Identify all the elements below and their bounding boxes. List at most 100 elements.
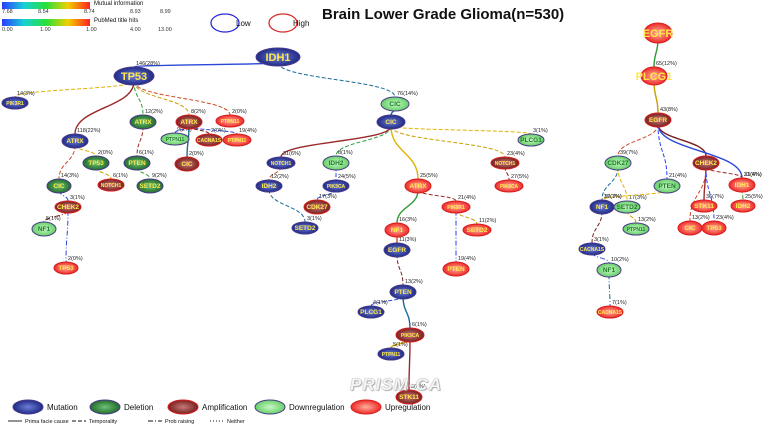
node-label: STK11: [399, 394, 419, 401]
node-TP53_u[interactable]: TP53: [53, 261, 79, 275]
node-CDK27_a[interactable]: CDK27: [303, 199, 331, 215]
node-CACNA1S_u[interactable]: CACNA1S: [596, 305, 624, 319]
node-CIC_dr[interactable]: CIC: [380, 96, 410, 112]
node-shape: [46, 178, 72, 194]
edge-label: 5(1%): [393, 342, 408, 348]
node-PTPN11_u1[interactable]: PTPN11: [215, 114, 245, 128]
node-label: PTEN: [658, 183, 676, 190]
node-label: IDH1: [735, 182, 750, 189]
edge-PIK3CA_a-STK11_a: 2(0%): [408, 339, 426, 391]
node-label: PIK3R1: [447, 205, 465, 211]
node-TP53_a[interactable]: TP53: [113, 66, 155, 86]
node-CACNA1S_m[interactable]: CACNA1S: [578, 242, 606, 256]
edge-label: 30(7%): [604, 194, 622, 200]
node-STK11_a[interactable]: STK11: [395, 389, 423, 405]
node-IDH1_root[interactable]: IDH1: [255, 47, 301, 67]
node-PTPN11_u2[interactable]: PTPN11: [222, 133, 252, 147]
legend-swatch: [350, 399, 382, 415]
node-ATRX_d[interactable]: ATRX: [129, 114, 157, 130]
edge-line: [390, 126, 419, 180]
edge-label: 13(2%): [692, 215, 710, 221]
node-IDH2_dn[interactable]: IDH2: [322, 155, 350, 171]
edge-ATRX_u-PIK3R1_u: 21(4%): [417, 189, 476, 202]
node-PTEN_dr[interactable]: PTEN: [653, 178, 681, 194]
node-label: CACNA1S: [598, 310, 623, 316]
node-SETD2_d[interactable]: SETD2: [136, 178, 164, 194]
node-PTEN_m[interactable]: PTEN: [389, 284, 417, 300]
node-PTEN_u[interactable]: PTEN: [442, 261, 470, 277]
node-CHEK2_a2[interactable]: CHEK2: [692, 155, 720, 171]
edge-label: 7(1%): [612, 300, 627, 306]
node-PIK3CA_a[interactable]: PIK3CA: [395, 327, 425, 343]
node-IDH2_u[interactable]: IDH2: [730, 199, 756, 213]
edge-CDK27_d-SETD2_dr: 17(3%): [617, 167, 647, 202]
edge-PLCG1_top-EGFR_mid: 43(8%): [653, 81, 678, 114]
node-shape: [123, 155, 151, 171]
node-shape: [266, 156, 296, 170]
node-PLCG1_m[interactable]: PLCG1: [357, 305, 385, 319]
node-CIC_m[interactable]: CIC: [376, 114, 406, 130]
node-IDH1_u[interactable]: IDH1: [728, 177, 756, 193]
node-PIK3R1[interactable]: PIK3R1: [1, 96, 29, 110]
node-EGFR_m[interactable]: EGFR: [383, 242, 411, 258]
node-NF1_u[interactable]: NF1: [384, 222, 410, 238]
node-PIK3CA_m[interactable]: PIK3CA: [322, 179, 350, 193]
edge-line: [133, 81, 144, 116]
edge-label: 14(3%): [17, 91, 35, 97]
node-shape: [215, 114, 245, 128]
node-ATRX_u[interactable]: ATRX: [404, 178, 432, 194]
edge-TP53_a-ATRX_d: 12(2%): [133, 81, 163, 116]
node-NF1_dn2[interactable]: NF1: [596, 262, 622, 278]
node-label: NOTCH1: [495, 161, 516, 167]
node-PTPN11_m[interactable]: PTPN11: [377, 347, 405, 361]
edge-label: 3(1%): [594, 237, 609, 243]
node-SETD2_u[interactable]: SETD2: [462, 223, 492, 237]
node-PIK3R1_u[interactable]: PIK3R1: [441, 200, 471, 214]
edge-TP53_a-PTPN11_u1: 2(0%): [133, 81, 247, 116]
node-NF1_down1[interactable]: NF1: [31, 221, 57, 237]
node-PLCG1_d[interactable]: PLCG1: [517, 133, 545, 147]
edge-line: [133, 81, 190, 116]
node-NOTCH1_a1[interactable]: NOTCH1: [97, 178, 125, 192]
edge-PTEN_m-PIK3CA_a: 6(1%): [402, 296, 427, 329]
node-label: STK11: [694, 203, 714, 210]
node-shape: [692, 155, 720, 171]
node-PLCG1_top[interactable]: PLCG1: [636, 66, 673, 86]
node-STK11_u[interactable]: STK11: [690, 199, 718, 213]
node-label: PLCG1: [520, 137, 542, 144]
node-label: CIC: [181, 161, 193, 168]
node-TP53_d[interactable]: TP53: [82, 155, 110, 171]
node-NOTCH1_m[interactable]: NOTCH1: [266, 156, 296, 170]
node-NF1_m[interactable]: NF1: [589, 199, 615, 215]
edge-label: 146(28%): [136, 61, 160, 67]
node-shape: [322, 179, 350, 193]
node-IDH2_m[interactable]: IDH2: [255, 179, 283, 193]
node-SETD2_dr[interactable]: SETD2: [613, 200, 641, 214]
node-PTEN_d[interactable]: PTEN: [123, 155, 151, 171]
node-ATRX_m[interactable]: ATRX: [61, 133, 89, 149]
node-CDK27_d[interactable]: CDK27: [604, 155, 632, 171]
node-NOTCH1_a2[interactable]: NOTCH1: [490, 156, 520, 170]
node-CACNA1S[interactable]: CACNA1S: [195, 133, 223, 147]
node-PIK3CA_u[interactable]: PIK3CA: [494, 179, 524, 193]
node-ATRX_a[interactable]: ATRX: [175, 114, 203, 130]
colorbar-mi-label: Mutual information: [94, 1, 144, 7]
edge-label: 2(0%): [98, 150, 113, 156]
legend-label: Mutation: [47, 403, 78, 412]
node-CHEK2_a1[interactable]: CHEK2: [54, 200, 82, 214]
node-shape: [195, 133, 223, 147]
edge-label: 2(0%): [189, 151, 204, 157]
node-shape: [255, 179, 283, 193]
node-CIC_amp[interactable]: CIC: [174, 156, 200, 172]
edge-CHEK2_a2-TP53_u2: 23(4%): [705, 167, 734, 222]
node-TP53_u2[interactable]: TP53: [701, 220, 727, 236]
node-CIC_d[interactable]: CIC: [46, 178, 72, 194]
node-EGFR_mid[interactable]: EGFR: [644, 112, 672, 128]
node-CIC_u[interactable]: CIC: [677, 220, 703, 236]
node-SETD2_m[interactable]: SETD2: [291, 221, 319, 235]
node-label: PTPN11: [627, 227, 646, 233]
node-PTPN11_d1[interactable]: PTPN11: [160, 132, 190, 146]
node-EGFR_top[interactable]: EGFR: [643, 22, 674, 44]
node-PTPN11_dr[interactable]: PTPN11: [622, 222, 650, 236]
